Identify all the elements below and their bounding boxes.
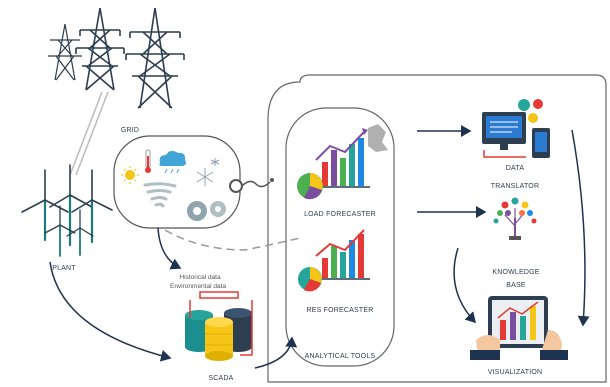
weather-icons [121, 149, 226, 221]
historical-data-label: Historical data [179, 274, 221, 281]
wind-turbine-icon [21, 164, 113, 257]
load-forecaster-chart-icon [297, 124, 388, 200]
res-forecaster-label: RES FORECASTER [306, 307, 374, 314]
plant-label: PLANT [52, 265, 76, 272]
system-container [267, 74, 607, 383]
data-translator-label-line2: TRANSLATOR [490, 183, 540, 190]
database-icon [185, 291, 253, 361]
analytical-tools-box [285, 107, 395, 367]
data-translator-label-line1: DATA [505, 165, 525, 172]
data-connector-icon [229, 178, 274, 193]
grid-plant-connection [69, 91, 109, 176]
transmission-tower-icon [48, 7, 185, 109]
load-forecaster-label: LOAD FORECASTER [304, 211, 376, 218]
knowledge-base-tree-icon [493, 197, 537, 240]
data-flow-dashed [164, 229, 301, 251]
knowledge-base-label-line2: BASE [506, 282, 526, 289]
scada-label: SCADA [208, 375, 234, 382]
data-translator-icon [482, 99, 550, 158]
environmental-data-label: Environmental data [169, 283, 226, 290]
flow-arrows [49, 125, 590, 369]
visualization-label: VISUALIZATION [487, 369, 543, 376]
grid-label: GRID [120, 127, 140, 134]
res-forecaster-chart-icon [298, 229, 370, 292]
analytical-tools-label: ANALYTICAL TOOLS [304, 353, 376, 360]
visualization-icon [470, 296, 568, 360]
knowledge-base-label-line1: KNOWLEDGE [492, 269, 540, 276]
